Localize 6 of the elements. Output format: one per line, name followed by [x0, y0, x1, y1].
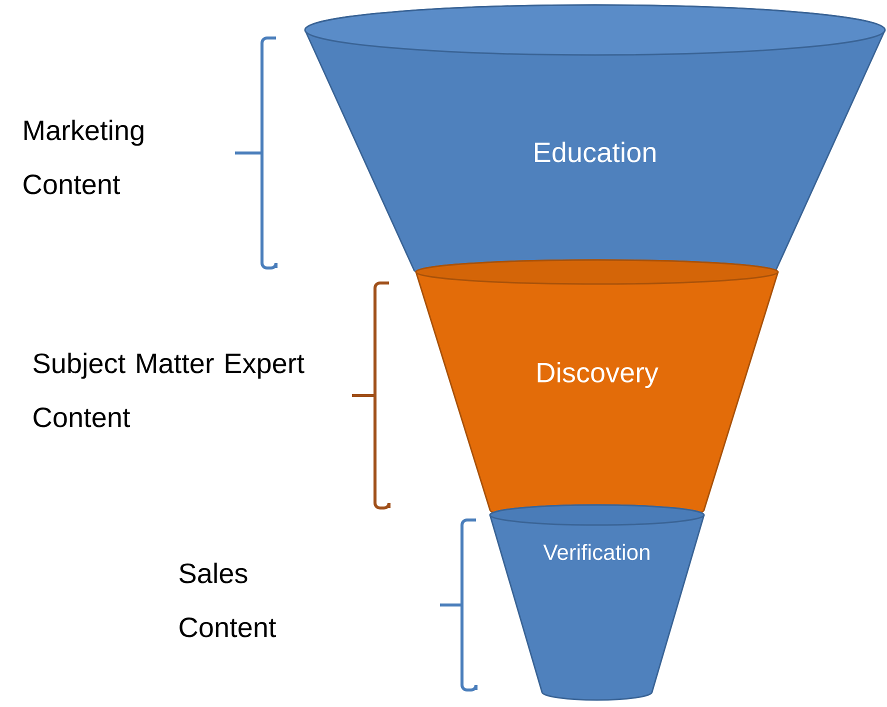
- bracket-label: Subject Matter Expert Content: [33, 352, 304, 428]
- funnel-segment: Verification: [489, 504, 705, 701]
- bracket-label: Sales Content: [179, 562, 276, 638]
- funnel-segment: Discovery: [415, 259, 779, 521]
- bracket-label: Marketing Content: [24, 120, 144, 194]
- funnel-segment: Education: [304, 4, 886, 283]
